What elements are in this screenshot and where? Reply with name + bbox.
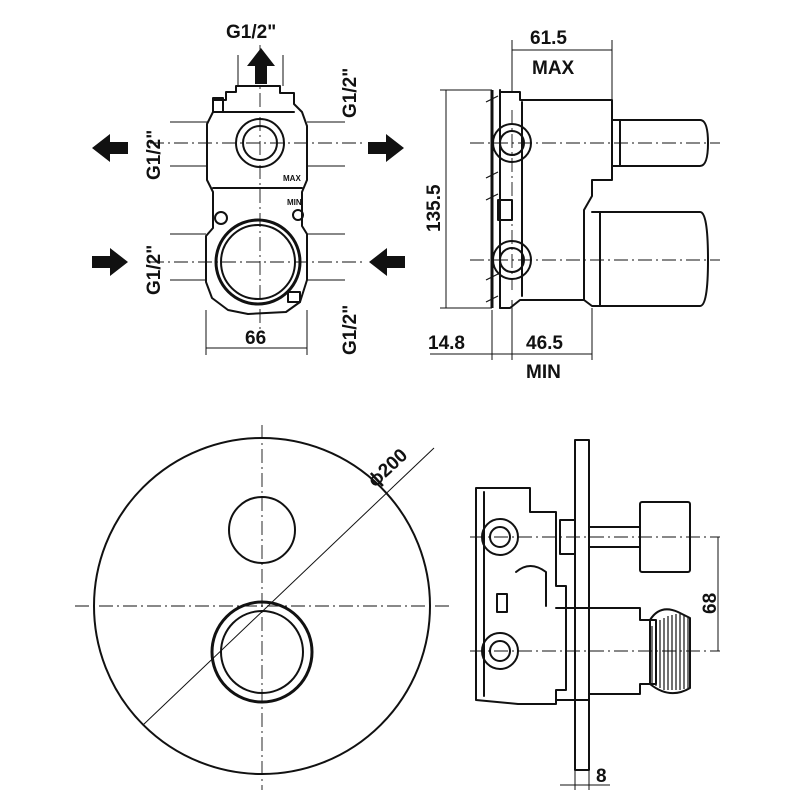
plate-diameter-dimension: ϕ200	[364, 445, 412, 492]
arrow-left-icon	[369, 248, 405, 276]
arrow-up-icon	[247, 48, 275, 84]
arrow-right-icon	[92, 248, 128, 276]
bottom-lug	[287, 291, 301, 303]
spacing-dimension: 68	[700, 593, 721, 614]
body-outline	[205, 85, 308, 315]
handle-collar	[555, 607, 657, 701]
front-view: MAX MIN G1/2" G1/2" G1/2" G1/2" G1/2" 66	[92, 22, 405, 355]
diameter-leader-ext	[393, 447, 435, 487]
screw-right	[292, 209, 304, 221]
screw-left	[214, 211, 228, 225]
side-view: 61.5 MAX 135.5 14.8 46.5 MIN	[424, 28, 720, 383]
wall-hatch	[485, 95, 499, 303]
thread-label-upper-right: G1/2"	[340, 68, 361, 118]
assembly-plate	[574, 439, 590, 771]
lower-tube	[583, 211, 709, 307]
assembly-side-view: 68 8	[470, 439, 721, 790]
plate-thickness-dimension: 8	[596, 766, 607, 787]
min-label: MIN	[526, 362, 561, 383]
max-depth-dimension: 61.5	[530, 28, 567, 49]
min-depth-dimension: 46.5	[526, 333, 563, 354]
body-max-label: MAX	[283, 174, 301, 183]
top-left-lug	[212, 97, 224, 113]
thread-label-lower-left: G1/2"	[144, 245, 165, 295]
arrow-left-icon	[92, 134, 128, 162]
max-label: MAX	[532, 58, 575, 79]
upper-pipe-lines	[170, 121, 345, 167]
assembly-bridge	[515, 565, 547, 607]
arrow-right-icon	[368, 134, 404, 162]
body-min-label: MIN	[287, 198, 302, 207]
width-dimension: 66	[245, 328, 266, 349]
thread-label-lower-right: G1/2"	[340, 305, 361, 355]
side-body-outline	[499, 91, 613, 309]
handle-knob-outline	[649, 608, 691, 695]
handle-knurling	[651, 614, 689, 690]
top-pipe-lines	[237, 55, 284, 86]
plate-front-view: ϕ200	[75, 425, 450, 790]
assembly-body	[475, 487, 567, 705]
thread-label-top: G1/2"	[226, 22, 276, 43]
diameter-leader	[142, 485, 395, 726]
upper-tube	[611, 119, 709, 167]
height-dimension: 135.5	[424, 184, 445, 232]
lower-pipe-lines	[170, 233, 345, 281]
assembly-clip	[496, 593, 508, 613]
min-offset-dimension: 14.8	[428, 333, 465, 354]
thread-label-upper-left: G1/2"	[144, 130, 165, 180]
